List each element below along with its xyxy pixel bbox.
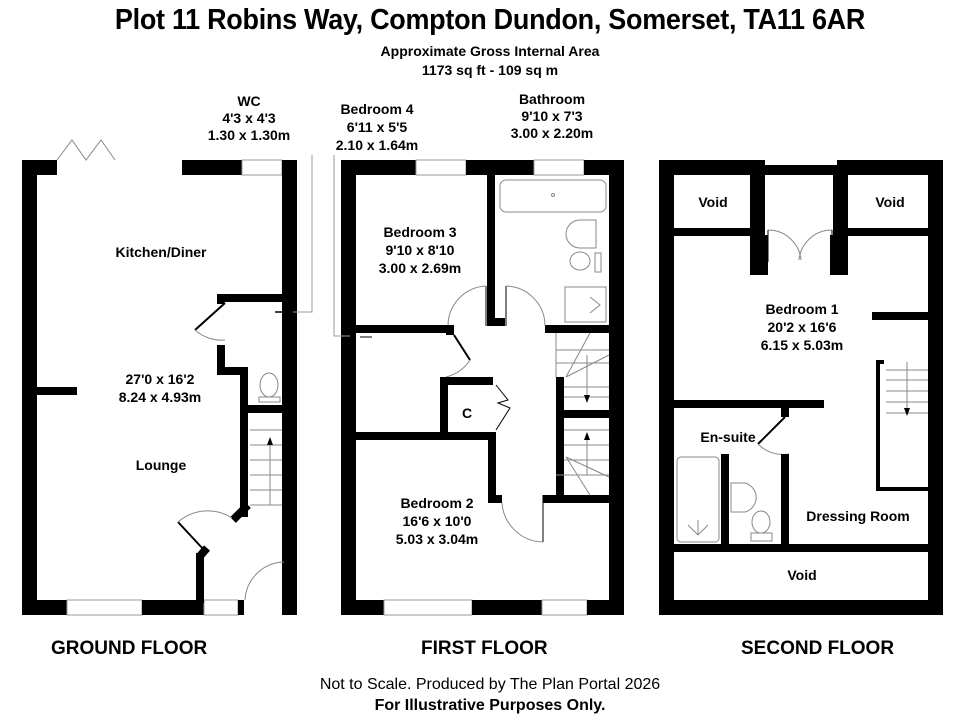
ground-floor-label: GROUND FLOOR (51, 638, 208, 659)
void-bottom-label: Void (787, 567, 816, 583)
bedroom2-name: Bedroom 2 (400, 495, 473, 511)
cupboard-label: C (462, 405, 472, 421)
area-value: 1173 sq ft - 109 sq m (421, 62, 559, 78)
bedroom1-name: Bedroom 1 (765, 301, 838, 317)
bedroom3-imperial: 9'10 x 8'10 (386, 242, 455, 258)
void-left-label: Void (698, 194, 727, 210)
kitchen-name: Kitchen/Diner (115, 244, 207, 260)
ground-floor-labels: WC 4'3 x 4'3 1.30 x 1.30m Kitchen/Diner … (115, 93, 290, 473)
second-floor-label: SECOND FLOOR (741, 638, 895, 659)
bathroom-metric: 3.00 x 2.20m (511, 125, 594, 141)
lounge-imperial: 27'0 x 16'2 (126, 371, 195, 387)
ground-floor-plan (22, 139, 313, 616)
bedroom3-metric: 3.00 x 2.69m (379, 260, 462, 276)
first-floor-label: FIRST FLOOR (421, 638, 548, 659)
wc-name: WC (237, 93, 260, 109)
bathroom-imperial: 9'10 x 7'3 (521, 108, 582, 124)
bedroom4-imperial: 6'11 x 5'5 (347, 119, 408, 135)
bedroom4-name: Bedroom 4 (340, 101, 413, 117)
void-right-label: Void (875, 194, 904, 210)
bedroom2-metric: 5.03 x 3.04m (396, 531, 479, 547)
bedroom4-metric: 2.10 x 1.64m (336, 137, 419, 153)
ensuite-label: En-suite (700, 429, 755, 445)
second-floor-labels: Void Void Bedroom 1 20'2 x 16'6 6.15 x 5… (698, 194, 909, 583)
lounge-name: Lounge (136, 457, 187, 473)
area-label: Approximate Gross Internal Area (380, 43, 600, 59)
second-floor-plan (659, 160, 943, 615)
bedroom3-name: Bedroom 3 (383, 224, 456, 240)
bedroom1-imperial: 20'2 x 16'6 (768, 319, 837, 335)
first-floor-labels: Bedroom 4 6'11 x 5'5 2.10 x 1.64m Bathro… (336, 91, 594, 547)
wc-imperial: 4'3 x 4'3 (222, 110, 276, 126)
disclaimer-text: Not to Scale. Produced by The Plan Porta… (319, 676, 661, 693)
dressing-room-label: Dressing Room (806, 508, 909, 524)
bathroom-name: Bathroom (519, 91, 585, 107)
lounge-metric: 8.24 x 4.93m (119, 389, 202, 405)
page-title: Plot 11 Robins Way, Compton Dundon, Some… (114, 4, 866, 36)
wc-metric: 1.30 x 1.30m (208, 127, 291, 143)
purpose-text: For Illustrative Purposes Only. (374, 697, 606, 714)
first-floor-plan: C (333, 155, 624, 616)
bedroom1-metric: 6.15 x 5.03m (761, 337, 844, 353)
bedroom2-imperial: 16'6 x 10'0 (403, 513, 472, 529)
